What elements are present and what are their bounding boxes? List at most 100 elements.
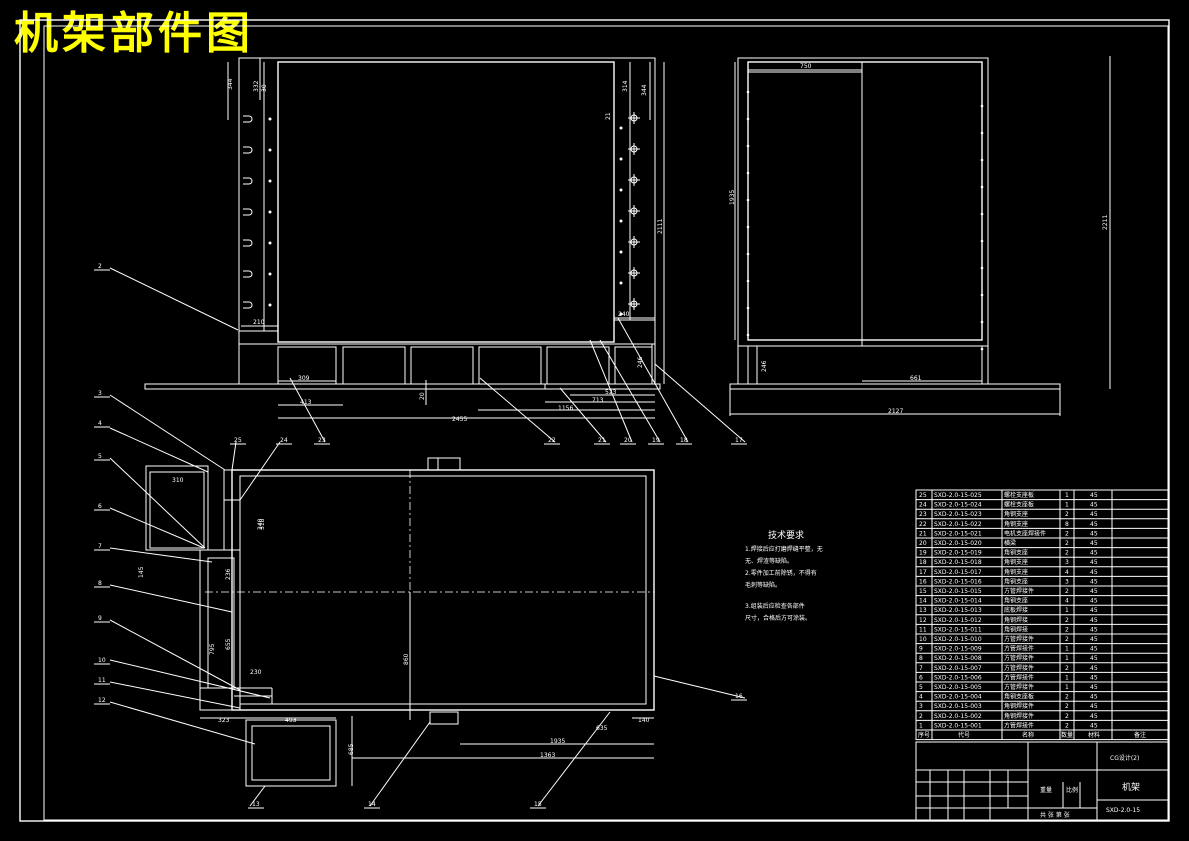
- svg-text:323: 323: [218, 717, 230, 724]
- svg-text:1: 1: [1065, 646, 1069, 653]
- svg-text:4: 4: [1065, 598, 1069, 605]
- svg-text:12: 12: [919, 617, 927, 624]
- svg-text:1: 1: [1065, 492, 1069, 499]
- svg-text:413: 413: [300, 399, 312, 406]
- svg-text:横梁: 横梁: [1004, 539, 1016, 547]
- svg-text:1156: 1156: [558, 405, 573, 412]
- slot-hole: [243, 146, 253, 154]
- callout-4: 4: [94, 420, 209, 473]
- svg-text:2: 2: [1065, 703, 1069, 710]
- svg-text:309: 309: [298, 375, 310, 382]
- svg-text:SXD-2.0-15-022: SXD-2.0-15-022: [934, 521, 982, 528]
- svg-text:655: 655: [225, 638, 232, 650]
- svg-text:13: 13: [919, 607, 927, 614]
- slot-hole: [243, 301, 253, 309]
- svg-text:SXD-2.0-15-009: SXD-2.0-15-009: [934, 646, 982, 653]
- callout-label: 14: [368, 801, 376, 808]
- svg-text:角钢焊接件: 角钢焊接件: [1004, 712, 1034, 720]
- callout-19: 19: [599, 339, 664, 445]
- svg-text:角钢支座板: 角钢支座板: [1004, 693, 1034, 701]
- callout-label: 24: [280, 437, 288, 444]
- callout-label: 10: [98, 657, 106, 664]
- svg-text:SXD-2.0-15-024: SXD-2.0-15-024: [934, 502, 982, 509]
- svg-text:螺栓支座板: 螺栓支座板: [1004, 491, 1034, 499]
- callout-label: 17: [735, 437, 743, 444]
- svg-text:2: 2: [1065, 530, 1069, 537]
- svg-text:毛刺等缺陷。: 毛刺等缺陷。: [745, 581, 781, 589]
- svg-text:240: 240: [257, 518, 264, 530]
- svg-text:SXD-2.0-15-015: SXD-2.0-15-015: [934, 588, 982, 595]
- svg-text:方管焊接件: 方管焊接件: [1004, 654, 1034, 662]
- svg-text:角钢支座: 角钢支座: [1004, 568, 1028, 576]
- side-hole: [746, 144, 750, 148]
- side-hole: [746, 225, 750, 229]
- svg-text:45: 45: [1090, 559, 1098, 566]
- svg-text:45: 45: [1090, 722, 1098, 729]
- svg-text:45: 45: [1090, 674, 1098, 681]
- callout-label: 20: [624, 437, 632, 444]
- svg-text:1363: 1363: [540, 752, 555, 759]
- svg-text:240: 240: [618, 311, 630, 318]
- right-bolt-holes: [619, 112, 640, 316]
- svg-text:2: 2: [1065, 540, 1069, 547]
- svg-text:246: 246: [761, 360, 768, 372]
- callout-15: 15: [530, 711, 611, 809]
- callout-label: 9: [98, 615, 102, 622]
- callout-label: 3: [98, 390, 102, 397]
- svg-text:2: 2: [1065, 511, 1069, 518]
- callout-21: 21: [559, 387, 610, 445]
- svg-text:方管焊接件: 方管焊接件: [1004, 664, 1034, 672]
- hole-dot: [268, 148, 272, 152]
- svg-text:2: 2: [1065, 588, 1069, 595]
- svg-text:19: 19: [919, 550, 927, 557]
- callout-label: 11: [98, 677, 106, 684]
- callout-label: 7: [98, 543, 102, 550]
- side-hole: [746, 117, 750, 121]
- svg-text:SXD-2.0-15-017: SXD-2.0-15-017: [934, 569, 982, 576]
- callout-24: 24: [239, 437, 292, 501]
- svg-text:1: 1: [1065, 684, 1069, 691]
- svg-text:序号: 序号: [918, 731, 930, 739]
- callout-label: 6: [98, 503, 102, 510]
- svg-text:材料: 材料: [1088, 731, 1100, 739]
- svg-text:493: 493: [285, 717, 297, 724]
- svg-text:145: 145: [138, 566, 145, 578]
- svg-text:45: 45: [1090, 617, 1098, 624]
- hole-dot: [268, 241, 272, 245]
- svg-text:SXD-2.0-15-013: SXD-2.0-15-013: [934, 607, 982, 614]
- callout-label: 4: [98, 420, 102, 427]
- side-hole: [746, 333, 750, 337]
- side-hole: [980, 185, 984, 189]
- svg-text:SXD-2.0-15-019: SXD-2.0-15-019: [934, 550, 982, 557]
- hole-dot: [268, 179, 272, 183]
- svg-text:1: 1: [1065, 655, 1069, 662]
- svg-text:8: 8: [1065, 521, 1069, 528]
- svg-text:795: 795: [209, 643, 216, 655]
- side-hole: [980, 347, 984, 351]
- bolt-hole-icon: [628, 298, 640, 310]
- slot-hole: [243, 208, 253, 216]
- callout-6: 6: [94, 503, 205, 549]
- svg-text:2: 2: [1065, 636, 1069, 643]
- side-hole: [980, 158, 984, 162]
- svg-text:SXD-2.0-15-005: SXD-2.0-15-005: [934, 684, 982, 691]
- svg-text:2: 2: [1065, 694, 1069, 701]
- plan-main-frame: [231, 469, 655, 711]
- svg-text:名称: 名称: [1022, 731, 1034, 739]
- svg-text:角钢支座: 角钢支座: [1004, 558, 1028, 566]
- svg-text:45: 45: [1090, 646, 1098, 653]
- svg-text:25: 25: [919, 492, 927, 499]
- svg-text:2: 2: [1065, 550, 1069, 557]
- svg-text:45: 45: [1090, 578, 1098, 585]
